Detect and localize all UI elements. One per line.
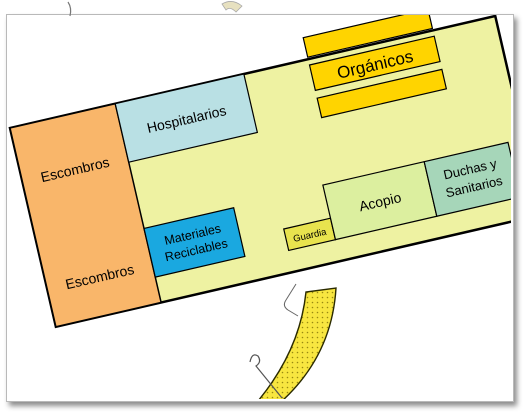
zone-materiales-reciclables [143, 207, 246, 278]
zone-duchas-sanitarios [423, 141, 511, 217]
zone-escombros [9, 102, 163, 328]
access-road-icon [258, 287, 337, 399]
zone-organicos-bar-top [302, 15, 434, 58]
zone-hospitalarios [114, 73, 259, 163]
top-edge-artifacts [67, 1, 243, 17]
wire-hook-icon [249, 354, 283, 399]
zone-organicos-bar-middle [308, 35, 441, 92]
site-board: Escombros Escombros Hospitalarios Orgáni… [8, 15, 511, 329]
zone-organicos-bar-bottom [316, 68, 448, 119]
wire-hook-small-icon [283, 283, 299, 317]
